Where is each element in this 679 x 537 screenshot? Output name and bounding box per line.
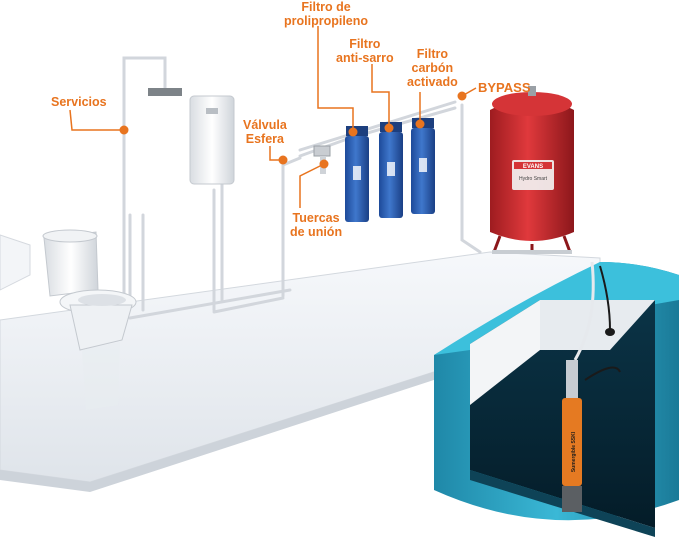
filter-anti-scale [379,122,403,218]
label-bypass: BYPASS [478,81,531,95]
tank-badge: Hydro Smart [519,176,548,182]
shower-head [148,88,182,96]
cistern [434,261,679,537]
filter-activated-carbon [411,118,435,214]
label-tuercas-union: Tuercas de unión [290,211,342,239]
label-filtro-polipropileno: Filtro de prolipropileno [284,0,368,28]
label-filtro-polipropileno-line2: prolipropileno [284,14,369,28]
label-filtro-anti-sarro-line1: Filtro [349,37,381,51]
leader-dots [119,91,467,169]
submersible-pump: Sumergible SSKI [562,360,582,512]
filter-polypropylene [345,126,369,222]
label-tuercas-line2: de unión [290,225,343,239]
floor-slab-edge [0,370,440,492]
label-valvula-line2: Esfera [245,132,284,146]
label-filtro-carbon-activado: Filtro carbón activado [407,47,458,89]
water-heater [189,95,235,185]
label-tuercas-line1: Tuercas [292,211,340,225]
left-counter [0,234,31,291]
label-filtro-anti-sarro: Filtro anti-sarro [336,37,394,65]
label-valvula-esfera: Válvula Esfera [243,118,287,146]
label-bypass-text: BYPASS [478,80,531,95]
pressure-tank: EVANS Hydro Smart [490,86,574,254]
label-filtro-polipropileno-line1: Filtro de [301,0,351,14]
pump-label: Sumergible SSKI [571,431,577,472]
label-servicios: Servicios [51,95,107,109]
label-servicios-text: Servicios [51,95,107,109]
label-filtro-carbon-line2: carbón [411,61,454,75]
leader-lines [69,26,477,208]
label-valvula-line1: Válvula [243,118,287,132]
label-filtro-anti-sarro-line2: anti-sarro [336,51,394,65]
label-filtro-carbon-line1: Filtro [416,47,448,61]
toilet [42,229,137,410]
label-filtro-carbon-line3: activado [407,75,458,89]
tank-logo: EVANS [523,164,543,170]
